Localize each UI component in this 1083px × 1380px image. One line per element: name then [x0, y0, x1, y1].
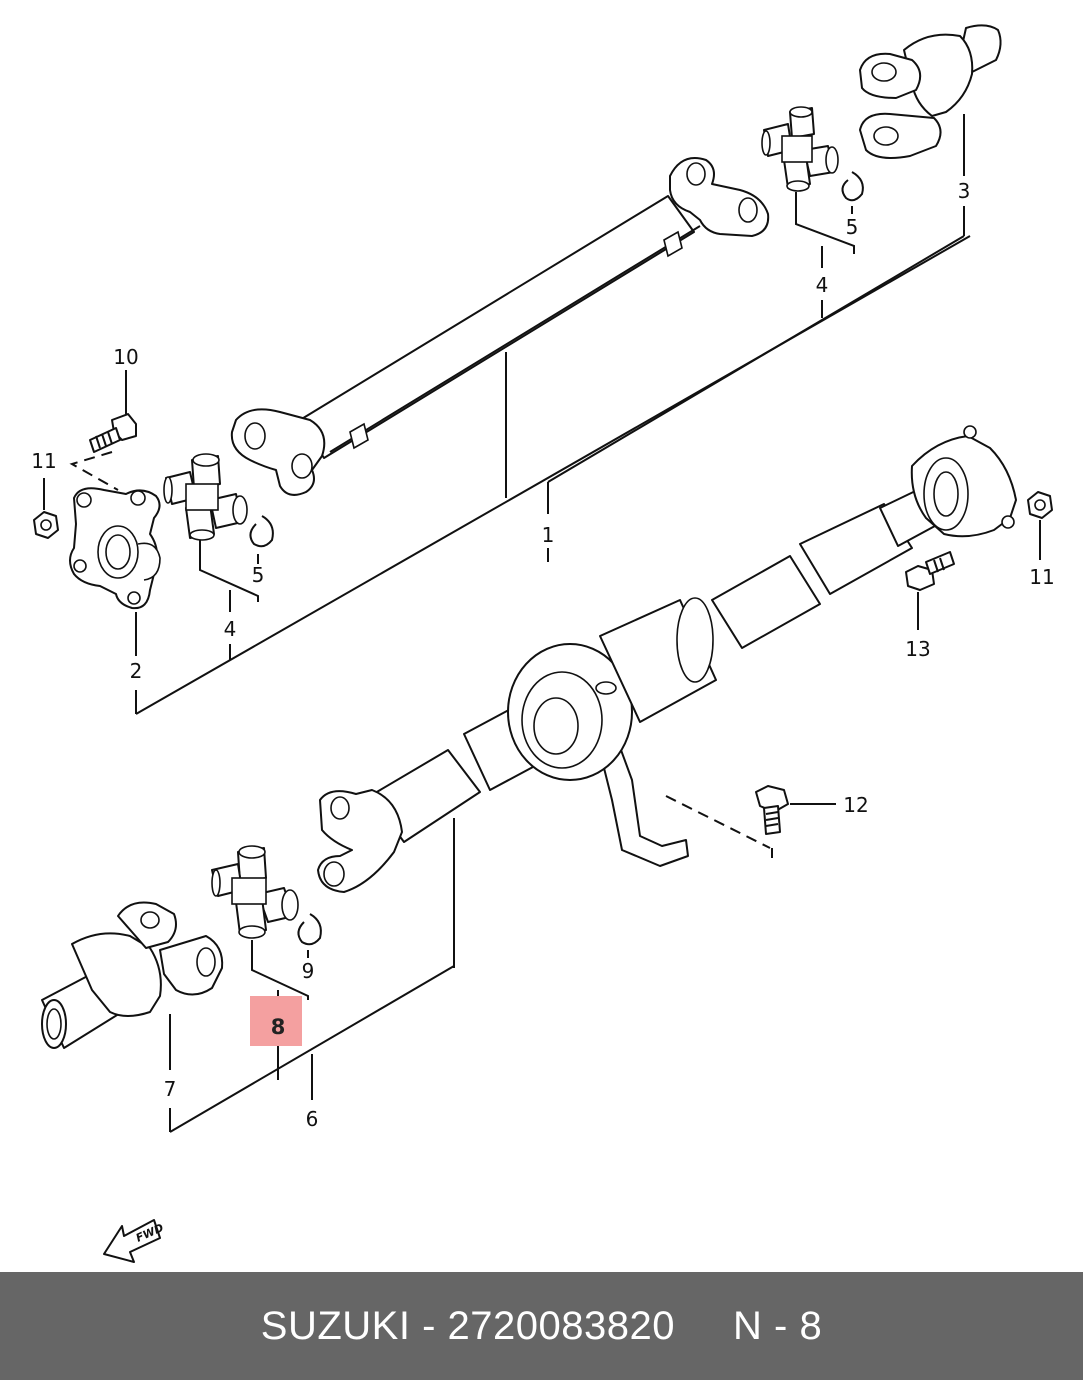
bracket-bolt [755, 785, 789, 835]
brand-separator: - [422, 1303, 436, 1348]
brand-name: SUZUKI [260, 1303, 411, 1348]
callout-4-upper-left: 4 [224, 617, 237, 641]
snap-ring-upper-right [841, 171, 864, 202]
callout-12: 12 [843, 793, 868, 817]
callout-3: 3 [958, 179, 971, 203]
callout-6: 6 [306, 1107, 319, 1131]
snap-ring-upper-left [249, 515, 274, 548]
callout-13: 13 [905, 637, 930, 661]
callout-5-upper-right: 5 [846, 215, 859, 239]
nut-left [33, 511, 59, 539]
part-number: 2720083820 [447, 1303, 676, 1348]
snap-ring-lower [297, 913, 322, 946]
universal-joint-upper-left [163, 453, 248, 541]
highlight-box [250, 996, 302, 1046]
part-info-footer: SUZUKI - 2720083820 N - 8 [0, 1272, 1083, 1380]
sleeve-yoke [41, 901, 224, 1049]
diagram-position-code: N - 8 [733, 1303, 823, 1348]
callout-1: 1 [542, 523, 555, 547]
callout-4-upper-right: 4 [816, 273, 829, 297]
callout-10: 10 [113, 345, 138, 369]
forward-direction-arrow: FWD [103, 1219, 166, 1263]
lower-propeller-shaft [317, 425, 1017, 893]
flange-bolt-rear [905, 551, 955, 591]
callout-9: 9 [302, 959, 315, 983]
upper-propeller-shaft [230, 157, 770, 496]
nut-right [1027, 491, 1053, 519]
callout-8: 8 [271, 1015, 286, 1039]
callout-11-left: 11 [31, 449, 56, 473]
flange-bolt [89, 413, 137, 453]
callout-2: 2 [130, 659, 143, 683]
flange-yoke [69, 487, 161, 610]
universal-joint-lower [211, 845, 299, 939]
callout-11-right: 11 [1029, 565, 1054, 589]
universal-joint-upper-right [761, 106, 839, 192]
exploded-view-diagram: 3 5 4 1 10 11 5 4 2 11 13 12 9 8 7 6 FWD [31, 24, 1055, 1263]
dashed-leaders [69, 451, 771, 849]
rear-yoke [859, 24, 1002, 159]
callout-labels: 3 5 4 1 10 11 5 4 2 11 13 12 9 8 7 6 [31, 179, 1054, 1131]
callout-5-upper-left: 5 [252, 563, 265, 587]
callout-7: 7 [164, 1077, 177, 1101]
